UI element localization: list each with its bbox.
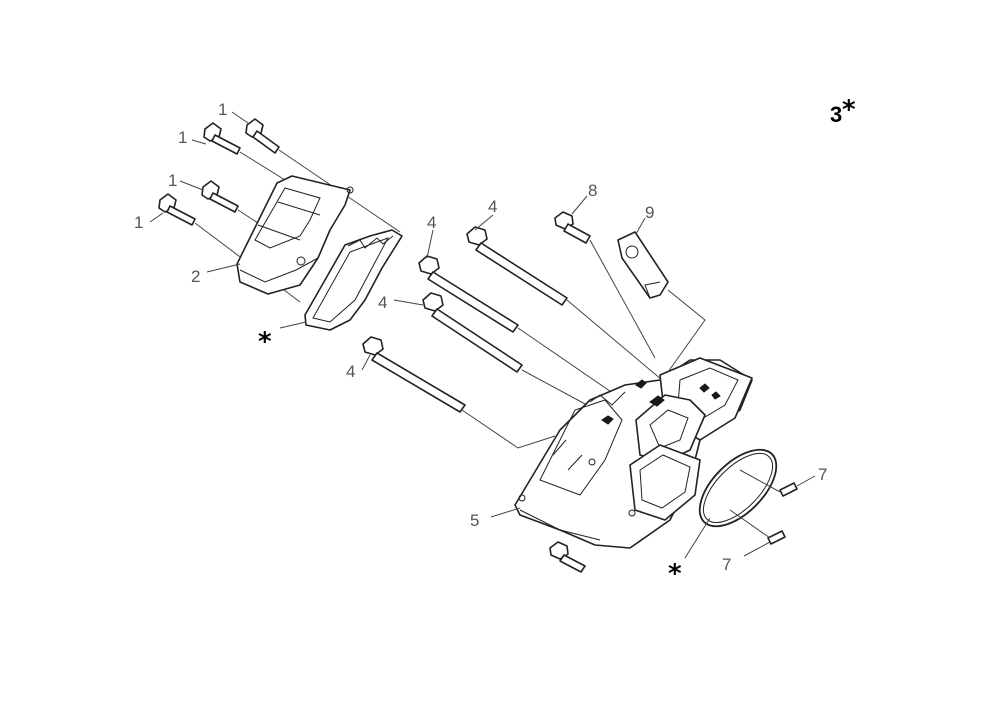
callout-7-a: 7 — [818, 465, 827, 484]
bolt-bottom — [549, 541, 586, 573]
callout-4-b: 4 — [427, 213, 436, 232]
cover-gasket — [304, 229, 403, 331]
bolt-1-d — [158, 193, 196, 226]
callout-2: 2 — [191, 267, 200, 286]
callout-7-b: 7 — [722, 555, 731, 574]
gasket-marker-left: * — [258, 327, 272, 357]
callout-1-d: 1 — [134, 213, 143, 232]
bolt-4-d — [362, 336, 466, 413]
callout-1-c: 1 — [168, 171, 177, 190]
callout-5: 5 — [470, 511, 479, 530]
callout-4-d: 4 — [346, 362, 355, 381]
callout-1-b: 1 — [178, 128, 187, 147]
bolt-4-group — [361, 214, 663, 449]
bolt-1-b — [203, 122, 241, 155]
callout-4-a: 4 — [488, 197, 497, 216]
bolt-1-a — [245, 118, 280, 154]
bolt-4-c — [422, 292, 523, 373]
bolt-4-b — [418, 255, 519, 333]
callout-4-c: 4 — [378, 293, 387, 312]
assembly-number: 3 — [830, 102, 842, 127]
housing-part-5 — [514, 357, 753, 549]
callout-9: 9 — [645, 203, 654, 222]
bolt-8 — [554, 195, 656, 359]
pin-7-group — [729, 469, 816, 557]
cover-part-2 — [236, 175, 354, 295]
bolt-4-a — [466, 226, 568, 306]
callout-1-a: 1 — [218, 100, 227, 119]
callout-8: 8 — [588, 181, 597, 200]
ring-gasket — [684, 448, 778, 559]
bracket-part-9 — [617, 217, 706, 373]
gasket-marker-right: * — [668, 559, 682, 589]
bolt-1-c — [201, 180, 239, 213]
assembly-star: * — [842, 95, 856, 125]
